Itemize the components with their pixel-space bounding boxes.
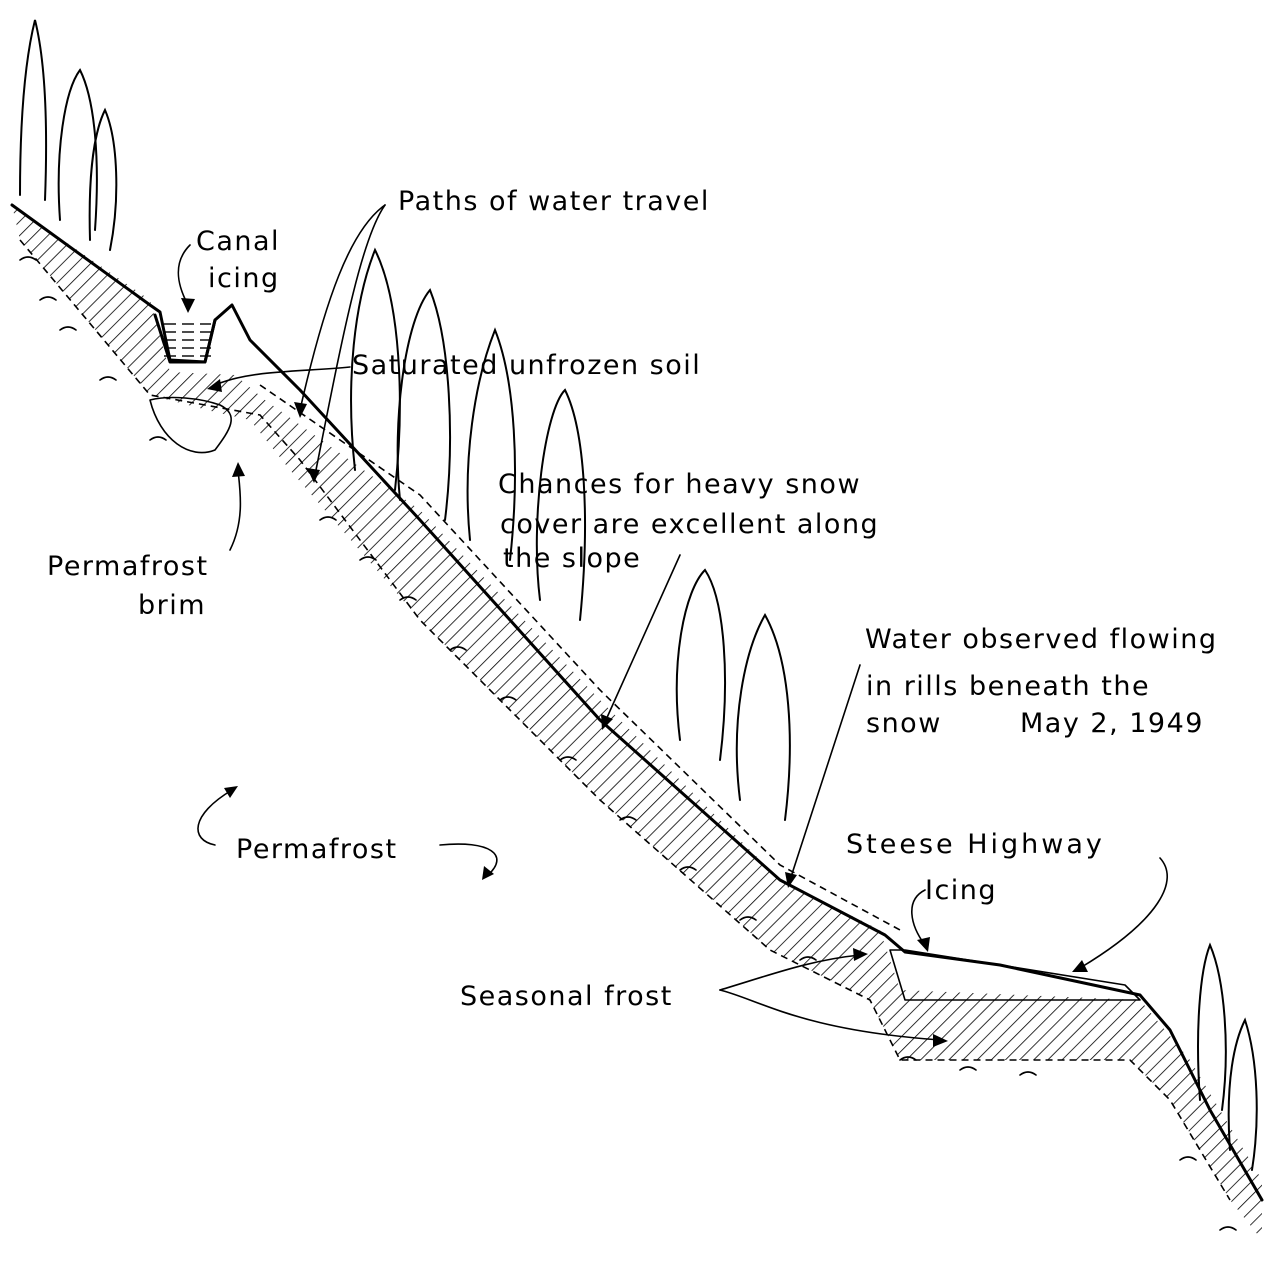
- label-water-observed-2: in rills beneath the: [866, 671, 1150, 702]
- label-saturated-unfrozen-soil: Saturated unfrozen soil: [352, 350, 701, 381]
- arrow-paths-of-water-travel-2: [315, 205, 385, 475]
- annotation-arrows: [178, 205, 1167, 1040]
- arrow-permafrost-left: [198, 790, 232, 845]
- canal-icing-fill: [163, 318, 211, 358]
- label-water-observed-3: snow: [866, 708, 942, 739]
- label-chances-3: the slope: [503, 543, 641, 574]
- arrow-chances-snow: [605, 555, 680, 722]
- label-paths-of-water-travel: Paths of water travel: [398, 186, 710, 217]
- label-canal-icing-1: Canal: [196, 226, 280, 257]
- label-permafrost-brim-1: Permafrost: [47, 551, 209, 582]
- arrow-permafrost-brim: [230, 470, 240, 550]
- label-water-observed-date: May 2, 1949: [1020, 708, 1204, 739]
- label-steese-highway: Steese Highway: [846, 829, 1105, 860]
- label-seasonal-frost: Seasonal frost: [460, 981, 673, 1012]
- label-chances-2: cover are excellent along: [500, 509, 879, 540]
- label-chances-1: Chances for heavy snow: [498, 469, 861, 500]
- arrow-steese-highway: [1080, 858, 1167, 968]
- label-water-observed-1: Water observed flowing: [865, 624, 1218, 655]
- label-canal-icing-2: icing: [208, 263, 280, 294]
- arrow-icing: [912, 890, 925, 945]
- label-icing: Icing: [925, 875, 997, 906]
- label-permafrost: Permafrost: [236, 834, 398, 865]
- arrow-canal-icing: [178, 245, 190, 305]
- label-permafrost-brim-2: brim: [138, 590, 206, 621]
